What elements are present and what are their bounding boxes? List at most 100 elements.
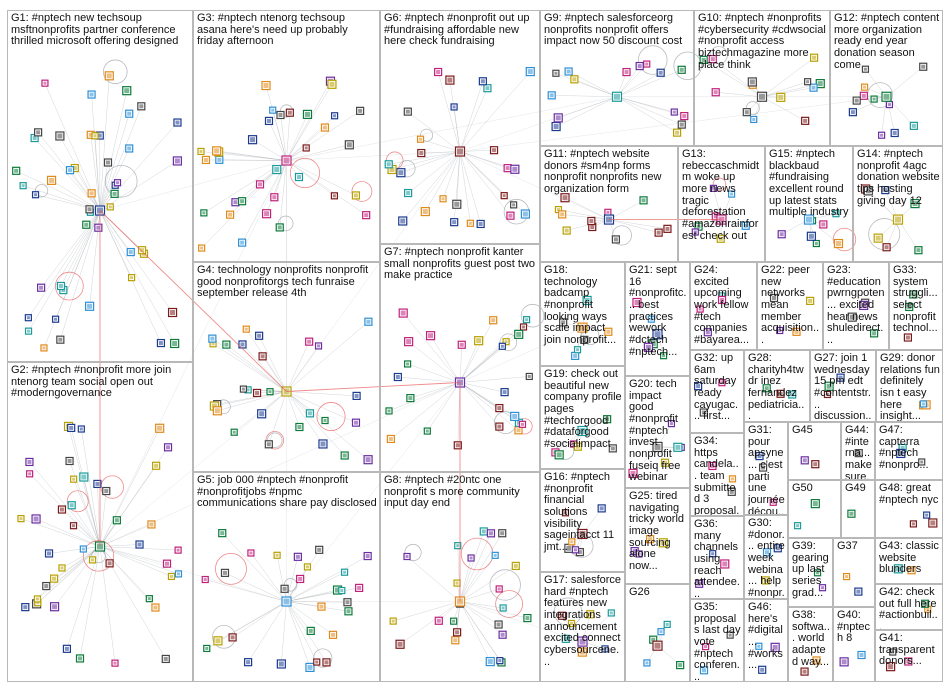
graph-edge bbox=[99, 546, 168, 564]
graph-edge bbox=[286, 160, 357, 196]
graph-edge bbox=[286, 601, 327, 663]
graph-edge bbox=[459, 149, 495, 152]
graph-edge bbox=[703, 59, 763, 97]
graph-edge bbox=[459, 320, 494, 383]
graph-node-avatar bbox=[452, 619, 456, 623]
graph-edge bbox=[74, 167, 101, 211]
graph-edge bbox=[406, 556, 461, 602]
graph-node-avatar bbox=[27, 329, 31, 333]
graph-node-avatar bbox=[165, 561, 170, 566]
graph-edge bbox=[61, 509, 101, 547]
cluster-g48: G48: great #nptech nyc bbox=[875, 480, 943, 538]
graph-node-avatar bbox=[859, 653, 864, 658]
graph-edge bbox=[453, 151, 461, 223]
graph-node-avatar bbox=[713, 214, 718, 219]
graph-edge bbox=[558, 96, 618, 119]
graph-edge bbox=[286, 555, 368, 602]
graph-node-avatar bbox=[579, 427, 586, 434]
graph-node-avatar bbox=[275, 553, 279, 557]
graph-node-avatar bbox=[210, 336, 215, 341]
graph-node-avatar bbox=[757, 454, 762, 459]
graph-node-avatar bbox=[436, 618, 441, 623]
cluster-label: G24: excited upcoming work fellow #tech … bbox=[694, 264, 750, 346]
graph-node-avatar bbox=[39, 285, 44, 290]
cluster-label: G40: #nptech 8 bbox=[837, 609, 871, 645]
cluster-label: G46: here's #digital... #works... bbox=[748, 601, 783, 672]
cluster-g31: G31: pour apsyne... c'est parti une jour… bbox=[744, 422, 788, 515]
self-loop-edge bbox=[499, 333, 518, 352]
graph-node-avatar bbox=[720, 297, 725, 302]
graph-node-avatar bbox=[665, 622, 669, 626]
graph-edge bbox=[99, 546, 172, 577]
graph-node-avatar bbox=[512, 203, 516, 207]
graph-node-avatar bbox=[675, 130, 680, 135]
self-loop-edge bbox=[55, 271, 84, 301]
graph-edge bbox=[286, 590, 342, 602]
cluster-g7: G7: #nptech nonprofit kanter small nonpr… bbox=[380, 244, 540, 472]
graph-edge bbox=[60, 210, 101, 340]
graph-node-avatar bbox=[895, 566, 901, 572]
graph-node-avatar bbox=[588, 612, 593, 617]
graph-edge bbox=[216, 150, 287, 161]
graph-edge bbox=[68, 426, 101, 547]
cluster-label: G31: pour apsyne... c'est parti une jour… bbox=[748, 424, 785, 515]
cluster-label: G48: great #nptech nyc bbox=[879, 482, 939, 506]
graph-node-avatar bbox=[72, 477, 76, 481]
graph-node-avatar bbox=[891, 650, 895, 654]
graph-edge bbox=[286, 114, 308, 161]
cluster-g4: G4: technology nonprofits nonprofit good… bbox=[193, 262, 380, 472]
graph-edge bbox=[390, 382, 461, 440]
graph-node-avatar bbox=[157, 425, 163, 431]
graph-node-avatar bbox=[307, 664, 313, 670]
graph-edge bbox=[217, 391, 287, 412]
graph-edge bbox=[286, 96, 618, 161]
graph-edge bbox=[55, 210, 101, 320]
self-loop-edge bbox=[420, 128, 434, 142]
graph-node-avatar bbox=[614, 93, 620, 100]
graph-node-avatar bbox=[849, 511, 854, 516]
graph-node-avatar bbox=[406, 362, 410, 366]
graph-node-avatar bbox=[772, 295, 777, 300]
graph-node-avatar bbox=[386, 162, 391, 167]
graph-node-avatar bbox=[710, 463, 715, 468]
graph-edge bbox=[214, 391, 287, 407]
cluster-label: G49 bbox=[845, 482, 866, 494]
graph-edge bbox=[99, 546, 150, 599]
graph-node-avatar bbox=[579, 324, 586, 331]
graph-node-avatar bbox=[854, 98, 859, 103]
graph-node-avatar bbox=[704, 645, 708, 649]
graph-edge bbox=[286, 81, 331, 161]
graph-edge bbox=[222, 532, 287, 602]
graph-node-avatar bbox=[861, 93, 866, 98]
graph-edge bbox=[712, 58, 763, 97]
graph-node-avatar bbox=[491, 318, 496, 323]
graph-node-avatar bbox=[906, 659, 911, 664]
graph-node-avatar bbox=[319, 604, 324, 609]
graph-node-avatar bbox=[654, 443, 661, 450]
graph-edge bbox=[218, 151, 287, 161]
cluster-g12: G12: #nptech content more organization r… bbox=[830, 10, 943, 146]
cluster-g9: G9: #nptech salesforceorg nonprofits non… bbox=[540, 10, 694, 146]
graph-node-avatar bbox=[255, 390, 260, 395]
graph-node-avatar bbox=[669, 422, 673, 426]
graph-node-avatar bbox=[654, 642, 661, 649]
graph-node-avatar bbox=[925, 513, 929, 517]
graph-edge bbox=[761, 87, 814, 98]
graph-edge bbox=[37, 546, 101, 603]
graph-node-avatar bbox=[199, 149, 203, 153]
graph-node-avatar bbox=[128, 250, 133, 255]
graph-edge bbox=[286, 127, 326, 161]
cluster-g46: G46: here's #digital... #works... bbox=[744, 599, 788, 682]
graph-node-avatar bbox=[19, 517, 23, 521]
graph-node-avatar bbox=[711, 552, 715, 556]
graph-node-avatar bbox=[525, 318, 529, 322]
graph-node-avatar bbox=[573, 548, 577, 552]
graph-node-avatar bbox=[295, 554, 300, 559]
graph-node-avatar bbox=[215, 638, 221, 644]
graph-edge bbox=[459, 96, 887, 152]
graph-node-avatar bbox=[246, 660, 251, 665]
graph-edge bbox=[99, 544, 140, 547]
graph-edge bbox=[286, 391, 357, 397]
graph-edge bbox=[616, 96, 682, 125]
graph-edge bbox=[286, 144, 350, 161]
